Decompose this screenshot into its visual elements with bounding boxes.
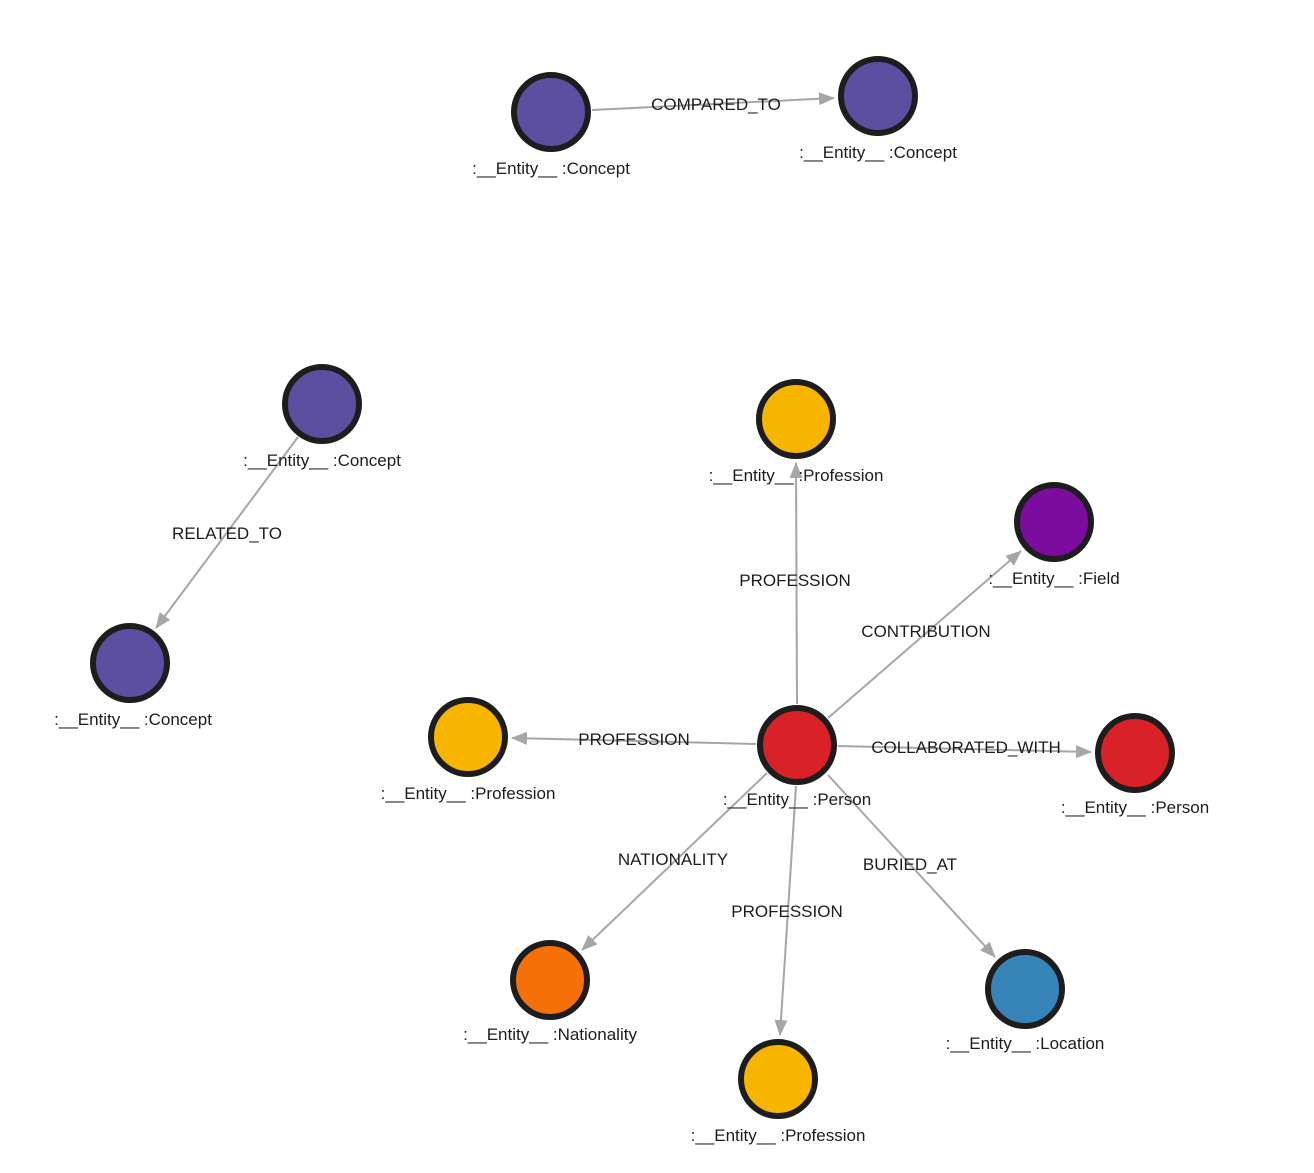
node-circle[interactable] [90,623,170,703]
edge-nationality[interactable]: NATIONALITY [581,772,768,951]
edge-line[interactable] [774,785,797,1036]
node-circle[interactable] [282,364,362,444]
node-concept-b[interactable]: :__Entity__ :Concept [799,56,957,162]
edge-label[interactable]: CONTRIBUTION [861,622,990,641]
node-circle[interactable] [1095,713,1175,793]
edge-buried-at[interactable]: BURIED_AT [827,774,996,958]
node-caption: :__Entity__ :Location [946,1034,1105,1053]
node-caption: :__Entity__ :Profession [381,784,556,803]
node-person-right[interactable]: :__Entity__ :Person [1061,713,1209,817]
edge-compared-to[interactable]: COMPARED_TO [591,92,835,114]
edge-contribution[interactable]: CONTRIBUTION [827,550,1022,719]
edge-collaborated-with[interactable]: COLLABORATED_WITH [837,738,1092,759]
node-circle[interactable] [838,56,918,136]
node-caption: :__Entity__ :Nationality [463,1025,637,1044]
node-circle[interactable] [738,1039,818,1119]
node-profession-top[interactable]: :__Entity__ :Profession [709,379,884,485]
edge-profession-left[interactable]: PROFESSION [511,730,757,749]
node-person-center[interactable]: :__Entity__ :Person [723,705,871,809]
edge-label[interactable]: PROFESSION [578,730,689,749]
node-location[interactable]: :__Entity__ :Location [946,949,1105,1053]
edge-profession-top[interactable]: PROFESSION [739,462,851,705]
node-caption: :__Entity__ :Concept [243,451,401,470]
edge-line[interactable] [591,92,835,111]
node-caption: :__Entity__ :Person [723,790,871,809]
edge-line[interactable] [581,772,768,951]
edge-label[interactable]: PROFESSION [731,902,842,921]
edge-line[interactable] [827,774,996,958]
edge-label[interactable]: BURIED_AT [863,855,957,874]
node-circle[interactable] [1014,482,1094,562]
node-profession-left[interactable]: :__Entity__ :Profession [381,697,556,803]
node-circle[interactable] [428,697,508,777]
node-caption: :__Entity__ :Field [988,569,1119,588]
node-circle[interactable] [511,72,591,152]
edge-related-to[interactable]: RELATED_TO [155,436,299,629]
edge-line[interactable] [155,436,299,629]
node-caption: :__Entity__ :Person [1061,798,1209,817]
node-caption: :__Entity__ :Concept [799,143,957,162]
node-concept-a[interactable]: :__Entity__ :Concept [472,72,630,178]
node-profession-bottom[interactable]: :__Entity__ :Profession [691,1039,866,1145]
edge-layer: COMPARED_TO RELATED_TO PROFESSION CONTRI… [155,92,1092,1036]
node-concept-c[interactable]: :__Entity__ :Concept [243,364,401,470]
node-circle[interactable] [510,940,590,1020]
node-nationality[interactable]: :__Entity__ :Nationality [463,940,637,1044]
node-field[interactable]: :__Entity__ :Field [988,482,1120,588]
edge-line[interactable] [789,462,803,705]
node-layer: :__Entity__ :Concept :__Entity__ :Concep… [54,56,1209,1145]
edge-label[interactable]: RELATED_TO [172,524,282,543]
node-caption: :__Entity__ :Concept [54,710,212,729]
node-circle[interactable] [757,705,837,785]
node-circle[interactable] [756,379,836,459]
edge-profession-bottom[interactable]: PROFESSION [731,785,843,1036]
edge-label[interactable]: COLLABORATED_WITH [871,738,1061,757]
node-caption: :__Entity__ :Profession [691,1126,866,1145]
edge-label[interactable]: PROFESSION [739,571,850,590]
node-circle[interactable] [985,949,1065,1029]
node-caption: :__Entity__ :Profession [709,466,884,485]
edge-line[interactable] [827,550,1022,719]
node-caption: :__Entity__ :Concept [472,159,630,178]
node-concept-d[interactable]: :__Entity__ :Concept [54,623,212,729]
edge-label[interactable]: COMPARED_TO [651,95,781,114]
edge-label[interactable]: NATIONALITY [618,850,728,869]
edge-line[interactable] [511,731,757,745]
edge-line[interactable] [837,745,1092,759]
